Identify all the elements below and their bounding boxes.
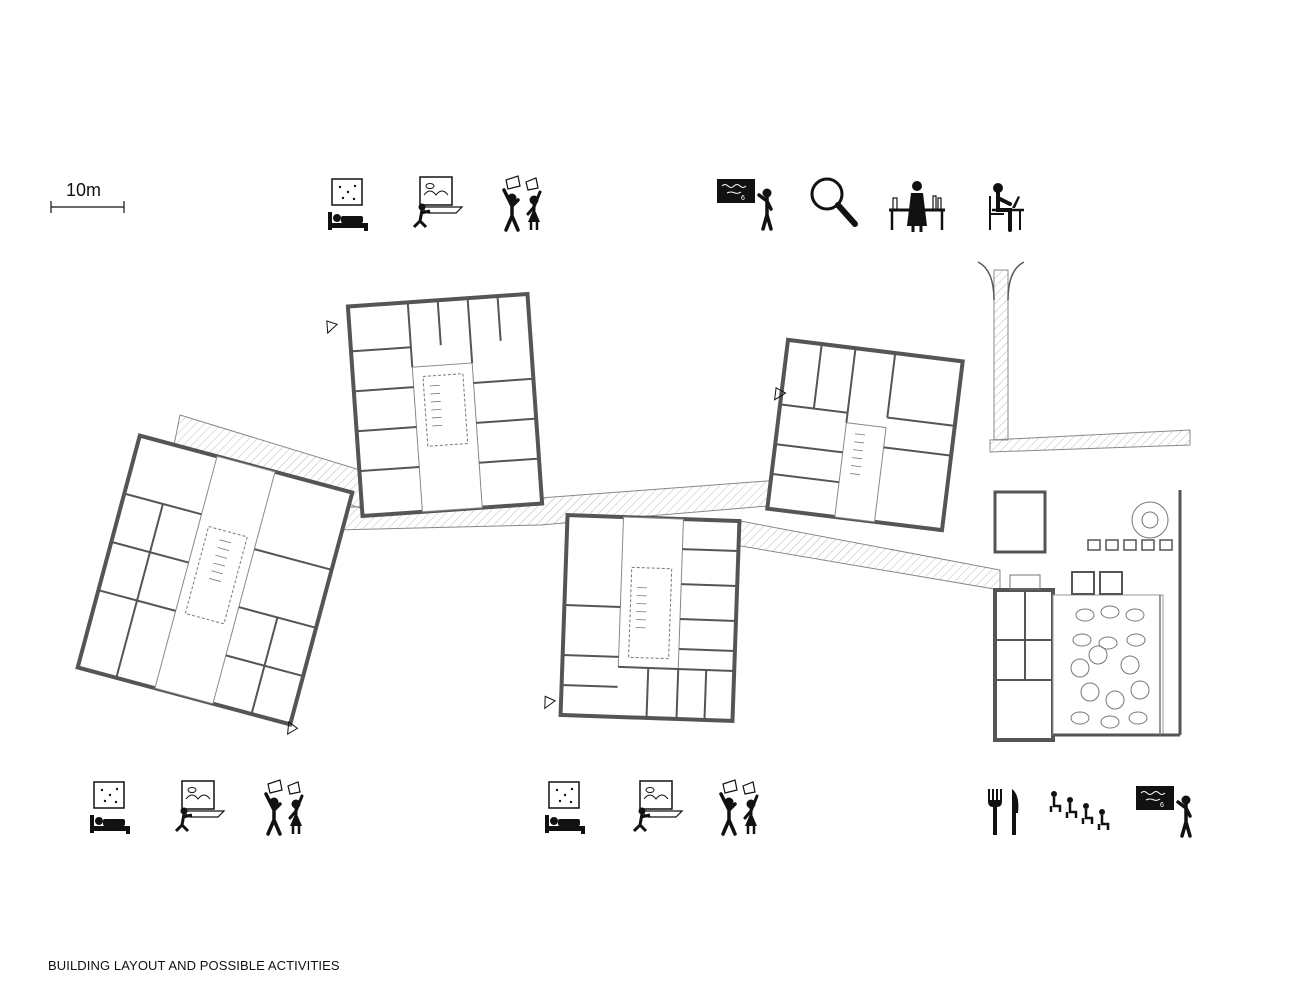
block-3-plan	[544, 512, 742, 724]
block-2-activities	[327, 174, 542, 232]
audience-icon	[1049, 789, 1110, 832]
teaching-icon	[1134, 784, 1193, 838]
sleep-icon	[89, 781, 131, 835]
drawing-icon	[412, 175, 464, 229]
block-4-activities	[715, 177, 1026, 234]
dining-hall-activities	[988, 784, 1193, 838]
connecting-corridor	[173, 261, 1191, 591]
sleep-icon	[544, 781, 586, 835]
play-icon	[719, 778, 759, 836]
block-1-activities	[89, 778, 304, 836]
figure-caption: BUILDING LAYOUT AND POSSIBLE ACTIVITIES	[48, 958, 340, 973]
block-2-plan	[326, 291, 545, 519]
play-icon	[502, 174, 542, 232]
cutlery-icon	[988, 789, 1019, 835]
play-icon	[264, 778, 304, 836]
scale-bar	[50, 201, 125, 213]
block-1-plan	[75, 433, 355, 735]
drawing-icon	[632, 779, 684, 833]
lab-icon	[887, 179, 947, 234]
dining-hall-plan	[993, 490, 1182, 742]
sleep-icon	[327, 178, 369, 232]
scale-bar-label: 10m	[66, 180, 102, 200]
magnifier-icon	[812, 179, 855, 224]
computer-icon	[988, 181, 1026, 232]
drawing-icon	[174, 779, 226, 833]
teaching-icon	[715, 177, 774, 231]
block-3-activities	[544, 778, 759, 836]
block-4-plan	[765, 337, 965, 533]
